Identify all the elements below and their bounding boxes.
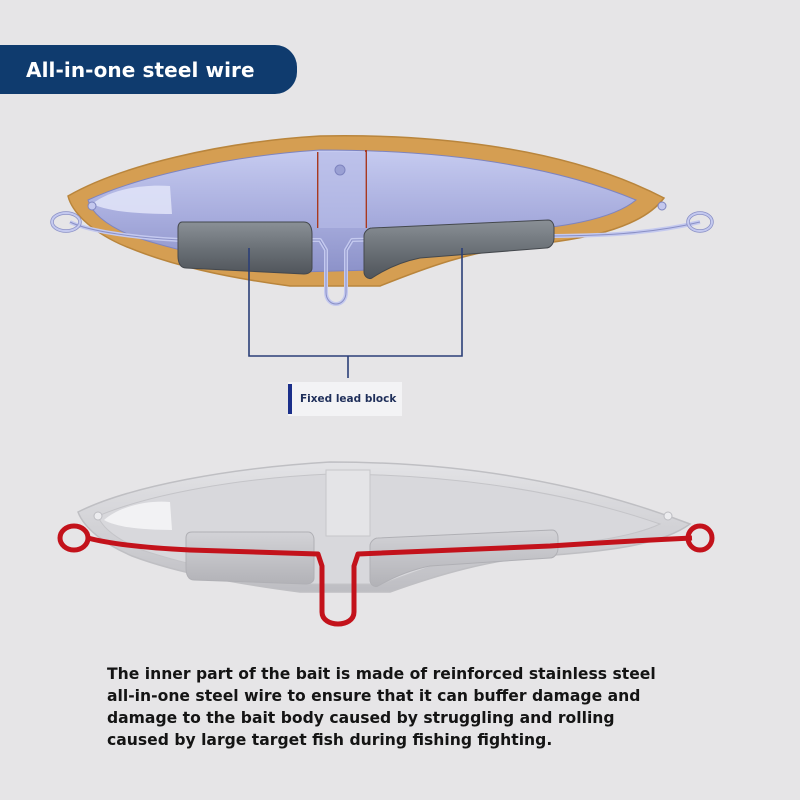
fixed-lead-block-callout: Fixed lead block: [288, 382, 402, 416]
center-hole: [334, 164, 346, 176]
head-highlight: [92, 185, 172, 214]
red-tail-eye: [685, 523, 715, 553]
gray-center-post: [325, 469, 371, 537]
gray-lead-right: [369, 529, 559, 587]
red-nose-eye: [57, 523, 91, 553]
lure-gray-diagram: [57, 461, 715, 627]
caption-line: caused by large target fish during fishi…: [107, 731, 553, 749]
tail-hole: [657, 201, 667, 211]
gray-lead-left: [185, 531, 315, 585]
center-post: [318, 152, 366, 228]
lead-block-bracket: [248, 248, 463, 378]
lead-block-right: [363, 219, 555, 279]
gray-head-highlight: [104, 501, 172, 530]
lure-cutaway-diagram: [50, 135, 714, 306]
callout-accent: [288, 384, 292, 414]
callout-label: Fixed lead block: [300, 393, 397, 405]
steel-wire-red: [87, 535, 693, 627]
description-caption: The inner part of the bait is made of re…: [107, 663, 697, 751]
lead-block-left: [177, 221, 313, 275]
caption-line: damage to the bait body caused by strugg…: [107, 709, 615, 727]
page-title: All-in-one steel wire: [26, 57, 255, 82]
nose-hole: [87, 201, 97, 211]
caption-line: The inner part of the bait is made of re…: [107, 665, 656, 683]
caption-line: all-in-one steel wire to ensure that it …: [107, 687, 641, 705]
title-banner: All-in-one steel wire: [0, 45, 297, 94]
